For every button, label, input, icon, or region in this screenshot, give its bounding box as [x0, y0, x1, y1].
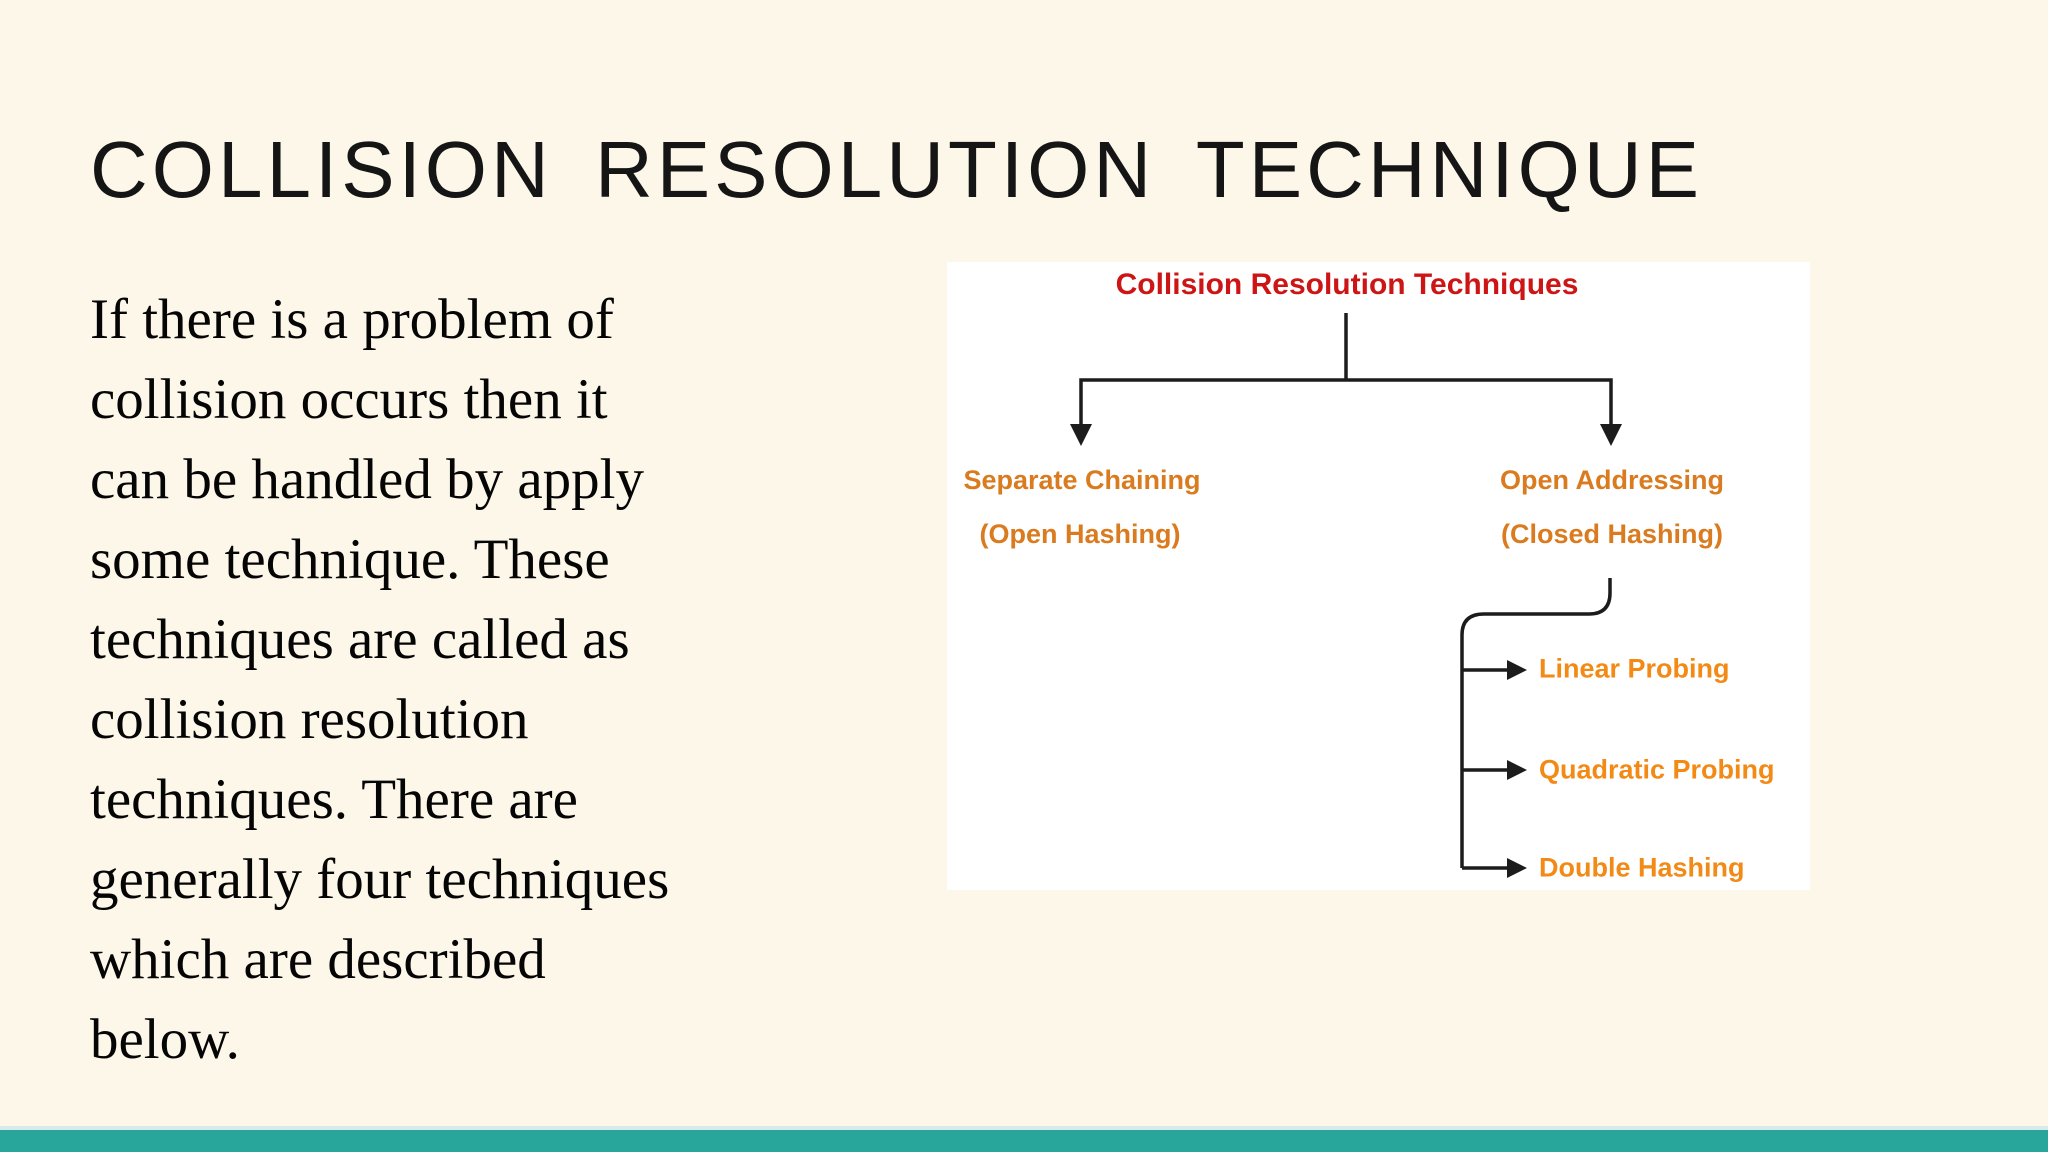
body-line: which are described: [90, 928, 546, 991]
node-open-addressing: Open Addressing: [1499, 465, 1725, 495]
body-line: If there is a problem of: [90, 288, 614, 351]
arrow-right-double: [1507, 858, 1527, 878]
slide-title: COLLISION RESOLUTION TECHNIQUE: [90, 125, 1704, 214]
arrow-right-linear: [1507, 660, 1527, 680]
tree-connector-lines: [1070, 313, 1622, 878]
node-open-hashing: (Open Hashing): [979, 519, 1181, 549]
node-separate-chaining: Separate Chaining: [963, 465, 1201, 495]
leaf-linear-probing: Linear Probing: [1539, 653, 1730, 684]
diagram-panel: Collision Resolution Techniques Separate…: [947, 262, 1810, 890]
bottom-accent-bar: [0, 1130, 2048, 1152]
arrow-right-quadratic: [1507, 760, 1527, 780]
diagram-root-title: Collision Resolution Techniques: [1115, 268, 1579, 301]
bottom-divider-line: [0, 1126, 2048, 1130]
node-closed-hashing: (Closed Hashing): [1500, 519, 1724, 549]
body-line: can be handled by apply: [90, 448, 644, 511]
body-line: collision occurs then it: [90, 368, 608, 431]
body-line: generally four techniques: [90, 848, 670, 911]
body-line: below.: [90, 1008, 240, 1071]
body-line: some technique. These: [90, 528, 610, 591]
body-paragraph: If there is a problem of collision occur…: [90, 280, 750, 1080]
body-line: collision resolution: [90, 688, 529, 751]
leaf-double-hashing: Double Hashing: [1539, 852, 1745, 883]
body-line: techniques. There are: [90, 768, 578, 831]
body-line: techniques are called as: [90, 608, 630, 671]
leaf-quadratic-probing: Quadratic Probing: [1539, 754, 1775, 785]
arrow-down-right: [1600, 424, 1622, 446]
arrow-down-left: [1070, 424, 1092, 446]
